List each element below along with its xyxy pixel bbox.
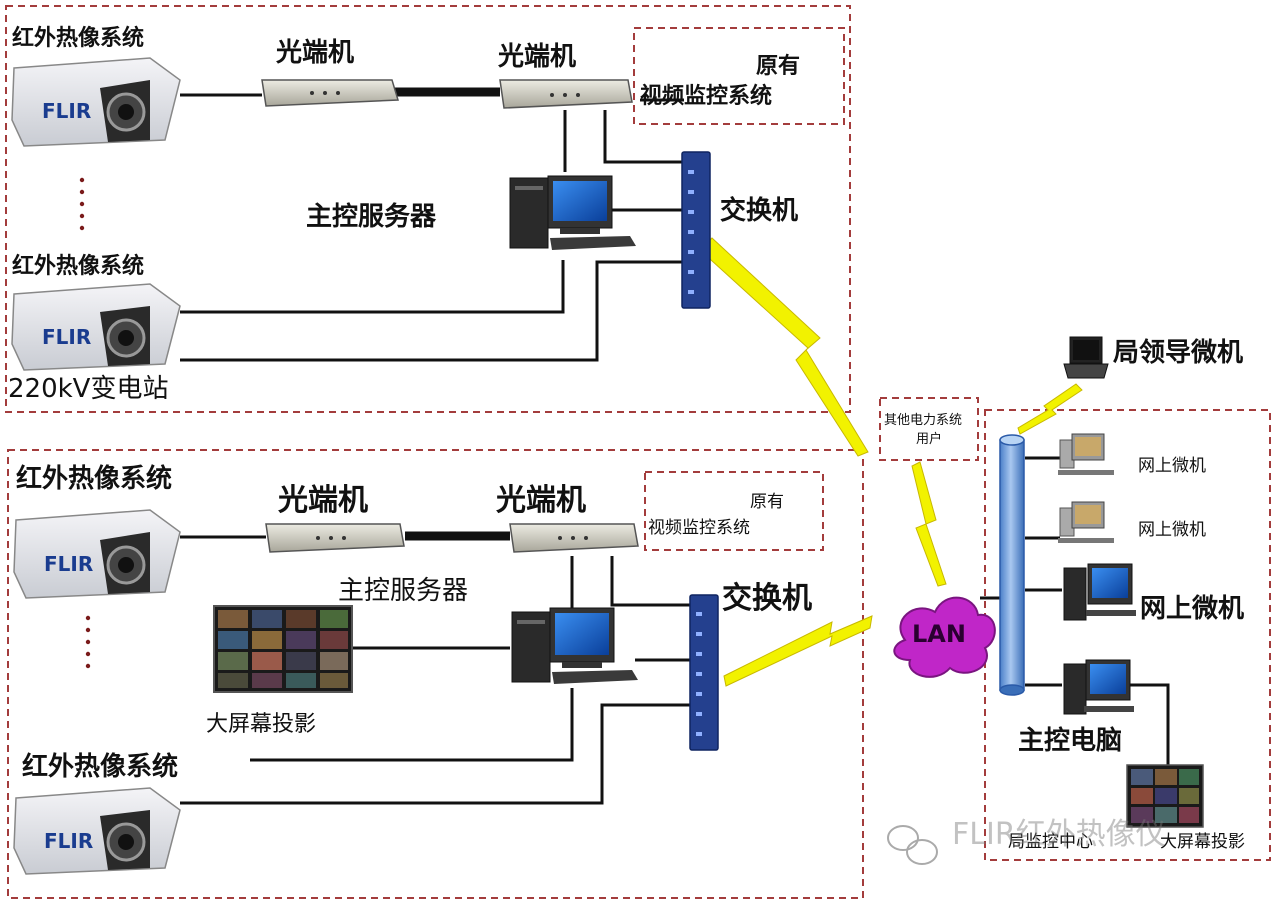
bottom-switch-label: 交换机 bbox=[722, 581, 812, 616]
watermark: FLIR红外热像仪 bbox=[952, 817, 1166, 852]
online-pc-2-icon bbox=[1058, 501, 1114, 543]
top-camera-label-2: 红外热像系统 bbox=[12, 254, 145, 279]
flir-logo-text-3: FLIR bbox=[44, 552, 93, 576]
bottom-camera-2: FLIR bbox=[13, 787, 181, 875]
bottom-big-screen-label: 大屏幕投影 bbox=[206, 712, 317, 737]
top-more-cameras-dots bbox=[79, 177, 85, 231]
online-pc-3-icon bbox=[1063, 563, 1136, 621]
top-switch-label: 交换机 bbox=[720, 196, 799, 226]
online-pc-3-label: 网上微机 bbox=[1140, 594, 1245, 624]
top-camera-1: FLIR bbox=[11, 57, 181, 147]
bottom-camera-label-2: 红外热像系统 bbox=[22, 752, 179, 782]
lan-label: LAN bbox=[912, 620, 966, 648]
top-original-system-frame bbox=[633, 27, 845, 125]
station-name: 220kV变电站 bbox=[8, 374, 169, 404]
bottom-optical-label-2: 光端机 bbox=[496, 483, 586, 518]
top-switch bbox=[681, 151, 711, 309]
top-server-label: 主控服务器 bbox=[306, 202, 437, 232]
lan-cloud bbox=[893, 596, 996, 678]
main-pc-icon bbox=[1063, 659, 1134, 715]
bottom-camera-label-1: 红外热像系统 bbox=[16, 464, 173, 494]
bottom-station-frame bbox=[7, 449, 864, 899]
center-big-screen-label: 大屏幕投影 bbox=[1160, 832, 1245, 852]
top-camera-label-1: 红外热像系统 bbox=[12, 26, 145, 51]
top-server-pc bbox=[509, 175, 636, 250]
bottom-server-pc bbox=[511, 607, 638, 684]
wechat-icon bbox=[887, 825, 938, 865]
other-users-line1: 其他电力系统 bbox=[884, 413, 963, 428]
bottom-optical-label-1: 光端机 bbox=[278, 483, 368, 518]
bottom-optical-transceiver-2 bbox=[509, 523, 639, 553]
bottom-camera-1: FLIR bbox=[13, 509, 181, 599]
bottom-video-wall bbox=[213, 605, 353, 693]
flir-logo-text-2: FLIR bbox=[42, 325, 91, 349]
top-station-frame bbox=[5, 5, 851, 413]
bottom-server-label: 主控服务器 bbox=[338, 576, 469, 606]
center-video-wall bbox=[1126, 764, 1204, 828]
online-pc-2-label: 网上微机 bbox=[1138, 520, 1206, 540]
top-optical-label-2: 光端机 bbox=[498, 42, 577, 72]
top-optical-transceiver-2 bbox=[499, 79, 633, 109]
top-original-line2: 视频监控系统 bbox=[640, 84, 773, 109]
lan-pipe bbox=[999, 434, 1025, 696]
top-camera-2: FLIR bbox=[11, 283, 181, 371]
center-frame bbox=[984, 409, 1271, 861]
bottom-original-line1: 原有 bbox=[750, 492, 784, 512]
leader-pc-label: 局领导微机 bbox=[1113, 338, 1244, 368]
flir-logo-text-4: FLIR bbox=[44, 829, 93, 853]
top-original-line1: 原有 bbox=[756, 54, 801, 79]
other-users-line2: 用户 bbox=[916, 432, 943, 447]
flir-logo-text-1: FLIR bbox=[42, 99, 91, 123]
main-pc-label: 主控电脑 bbox=[1018, 726, 1123, 756]
top-optical-transceiver-1 bbox=[261, 79, 399, 107]
bottom-more-cameras-dots bbox=[85, 615, 91, 669]
online-pc-1-label: 网上微机 bbox=[1138, 456, 1206, 476]
bottom-optical-transceiver-1 bbox=[265, 523, 405, 553]
top-optical-label-1: 光端机 bbox=[276, 38, 355, 68]
bottom-original-system-frame bbox=[644, 471, 824, 551]
bottom-switch bbox=[689, 594, 719, 751]
other-users-frame bbox=[879, 397, 979, 461]
leader-laptop bbox=[1063, 336, 1109, 379]
online-pc-1-icon bbox=[1058, 433, 1114, 475]
center-name: 局监控中心 bbox=[1008, 832, 1093, 852]
bottom-original-line2: 视频监控系统 bbox=[648, 518, 750, 538]
